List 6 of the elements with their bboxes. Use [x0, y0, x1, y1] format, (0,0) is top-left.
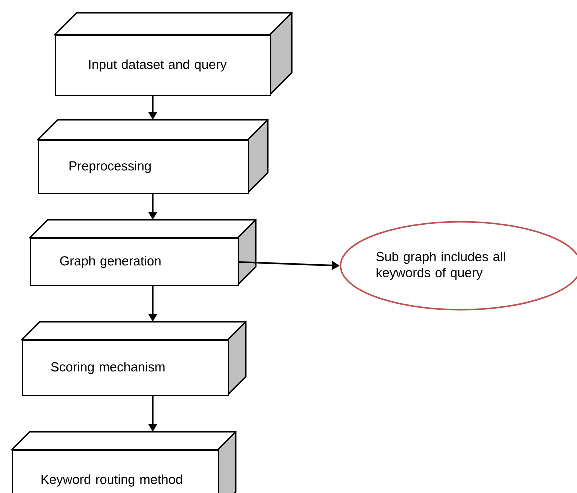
- process-box: Scoring mechanism: [21, 321, 247, 396]
- process-box: Input dataset and query: [54, 12, 293, 96]
- process-box: Graph generation: [29, 219, 257, 286]
- process-box: Keyword routing method: [11, 431, 237, 493]
- process-box: Preprocessing: [37, 119, 269, 194]
- node-label: Keyword routing method: [42, 474, 182, 487]
